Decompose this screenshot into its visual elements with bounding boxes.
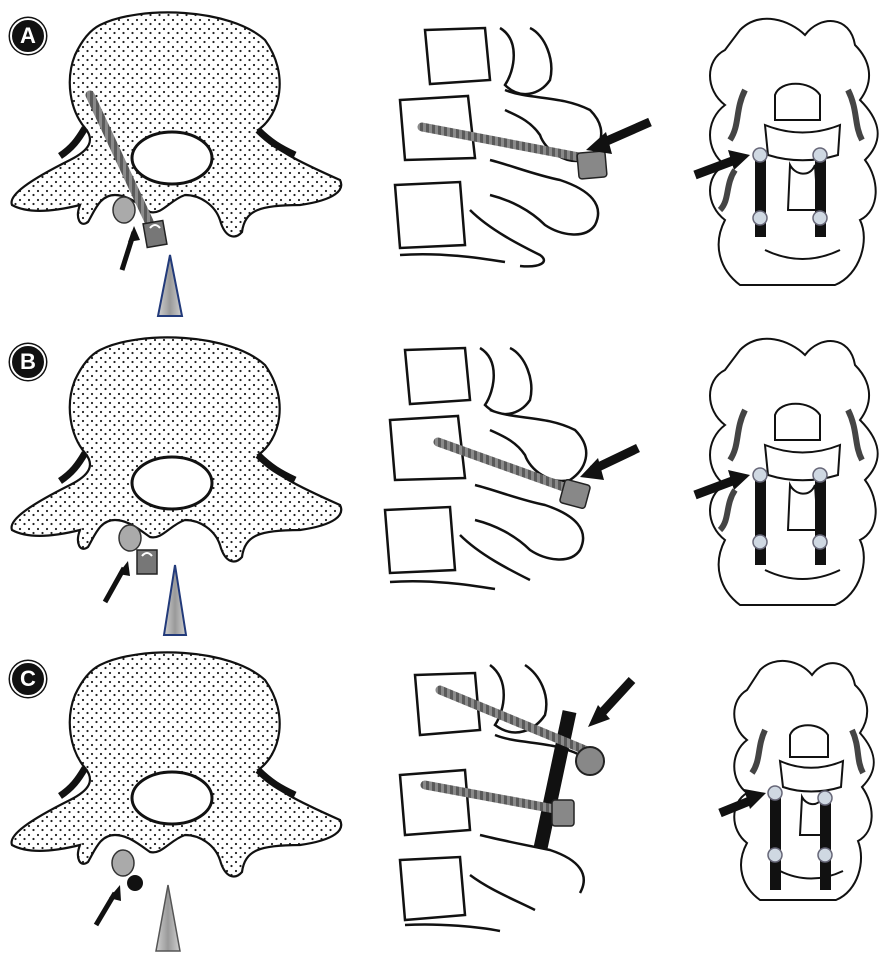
panel-a-illustrations <box>0 0 892 318</box>
rod-right <box>815 475 826 565</box>
nerve-root <box>113 197 135 223</box>
panel-row-c: C <box>0 635 892 953</box>
axial-vertebra <box>12 337 342 561</box>
cone-marker <box>158 255 182 316</box>
panel-row-b: B <box>0 320 892 638</box>
nerve-root <box>119 525 141 551</box>
lateral-spine-view <box>395 28 601 266</box>
nerve-root <box>112 850 134 876</box>
posterior-spine-view <box>734 661 874 900</box>
panel-c-illustrations <box>0 635 892 953</box>
rod-right <box>820 795 831 890</box>
panel-row-a: A <box>0 0 892 318</box>
cone-marker <box>156 885 180 951</box>
axial-vertebra <box>12 652 342 876</box>
axial-vertebra <box>12 12 342 236</box>
lateral-spine-view <box>385 348 586 589</box>
rod-left <box>770 790 781 890</box>
cone-marker <box>164 565 186 635</box>
rod-left <box>755 475 766 565</box>
panel-b-illustrations <box>0 320 892 638</box>
rod-cross-section <box>127 875 143 891</box>
